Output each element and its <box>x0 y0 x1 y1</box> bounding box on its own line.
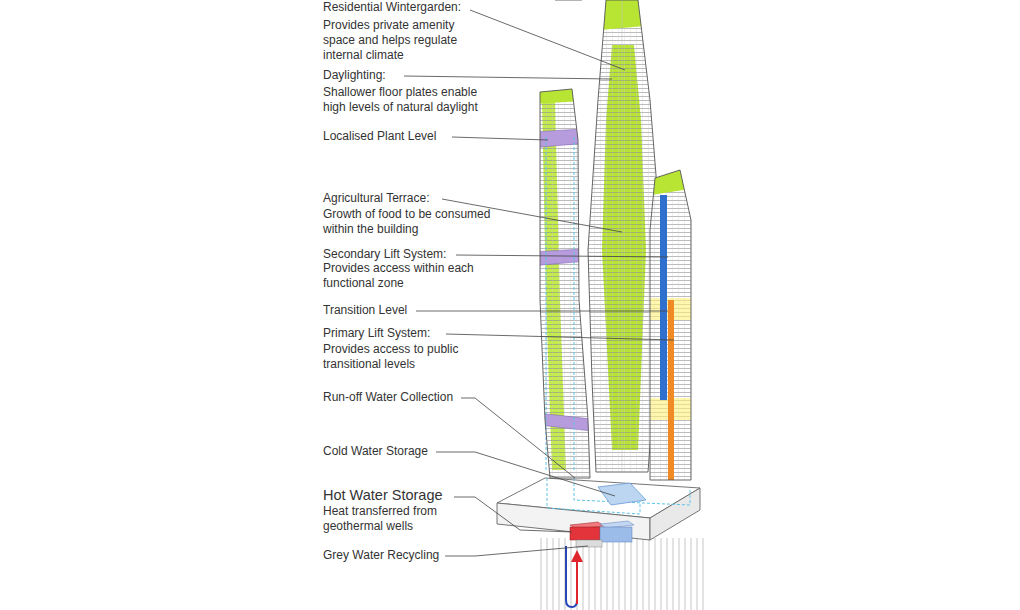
primary-lift-shaft <box>668 300 674 480</box>
facade-edge <box>622 0 623 472</box>
leader-line <box>461 398 575 478</box>
geothermal-loop <box>566 546 577 607</box>
callout-text: Provides access within each functional z… <box>323 261 498 291</box>
grey-water-tank <box>600 527 632 542</box>
left-tower-outline <box>540 89 590 478</box>
green-roof <box>645 162 695 196</box>
callout-heading: Cold Water Storage <box>323 444 543 459</box>
callout-heading: Run-off Water Collection <box>323 390 543 405</box>
callout-heading: Hot Water Storage <box>323 488 543 503</box>
leader-line <box>416 311 668 312</box>
callout-heading: Secondary Lift System: <box>323 247 543 262</box>
callout-heading: Primary Lift System: <box>323 326 543 341</box>
water-riser <box>574 135 575 470</box>
leader-line <box>436 452 615 496</box>
callout-text: Provides private amenity space and helps… <box>323 18 473 63</box>
callout-heading: Residential Wintergarden: <box>323 0 543 15</box>
plant-level-band <box>530 128 600 148</box>
green-roof <box>530 82 600 104</box>
callout-heading: Agricultural Terrace: <box>323 191 543 206</box>
callout-text: Provides access to public transitional l… <box>323 342 493 372</box>
callout-text: Growth of food to be consumed within the… <box>323 207 503 237</box>
right-tower-outline <box>650 170 691 480</box>
floor-plates <box>645 165 695 485</box>
callout-heading: Grey Water Recycling <box>323 548 543 563</box>
heat-flow-arrow <box>576 556 578 604</box>
geothermal-piles <box>540 538 708 610</box>
callout-text: Shallower floor plates enable high level… <box>323 85 493 115</box>
right-tower-detail <box>645 162 695 485</box>
leader-line <box>454 497 572 532</box>
leader-line <box>445 546 588 556</box>
water-pipe <box>574 478 690 505</box>
callout-heading: Daylighting: <box>323 68 543 83</box>
leader-line <box>404 76 612 79</box>
leader-line <box>452 137 548 140</box>
leader-line <box>470 10 625 70</box>
leader-line <box>555 0 582 1</box>
callout-text: Heat transferred from geothermal wells <box>323 504 453 534</box>
base-side-face <box>650 488 700 540</box>
water-riser <box>546 135 547 470</box>
leader-lines <box>404 0 674 556</box>
callout-heading: Transition Level <box>323 303 543 318</box>
secondary-lift-shaft <box>660 195 667 400</box>
recycling-tank <box>576 540 602 547</box>
plant-level-band <box>530 412 600 432</box>
cold-water-tank <box>598 483 646 505</box>
leader-line <box>446 334 674 340</box>
callout-heading: Localised Plant Level <box>323 129 543 144</box>
leader-line <box>456 255 668 257</box>
hot-water-tank <box>570 527 600 540</box>
